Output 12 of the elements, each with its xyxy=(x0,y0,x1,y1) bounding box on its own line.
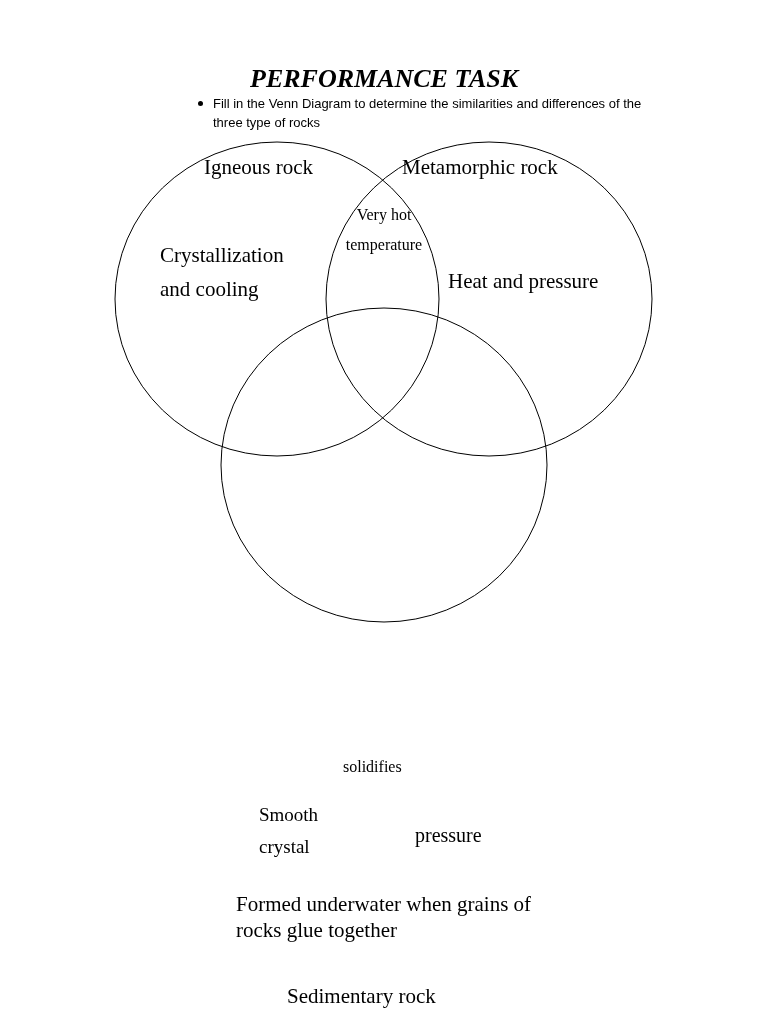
venn-text: Very hot temperature xyxy=(344,205,424,256)
circle-heading: Igneous rock xyxy=(204,155,314,180)
instruction-text: Fill in the Venn Diagram to determine the similarities and differences of the three type of rocks xyxy=(213,95,643,132)
word-card-text: Formed underwater when grains of rocks glue together xyxy=(236,891,533,943)
word-card-text: pressure xyxy=(415,824,482,847)
title: PERFORMANCE TASK xyxy=(250,64,519,94)
word-card-text: solidifies xyxy=(343,758,402,776)
circle-text: Crystallization and cooling xyxy=(160,242,285,303)
circle-heading: Metamorphic rock xyxy=(402,155,558,180)
circle-text: Heat and pressure xyxy=(448,269,599,294)
word-card-text: Smooth crystal xyxy=(259,803,320,859)
word-card-text: Sedimentary rock xyxy=(287,984,436,1009)
